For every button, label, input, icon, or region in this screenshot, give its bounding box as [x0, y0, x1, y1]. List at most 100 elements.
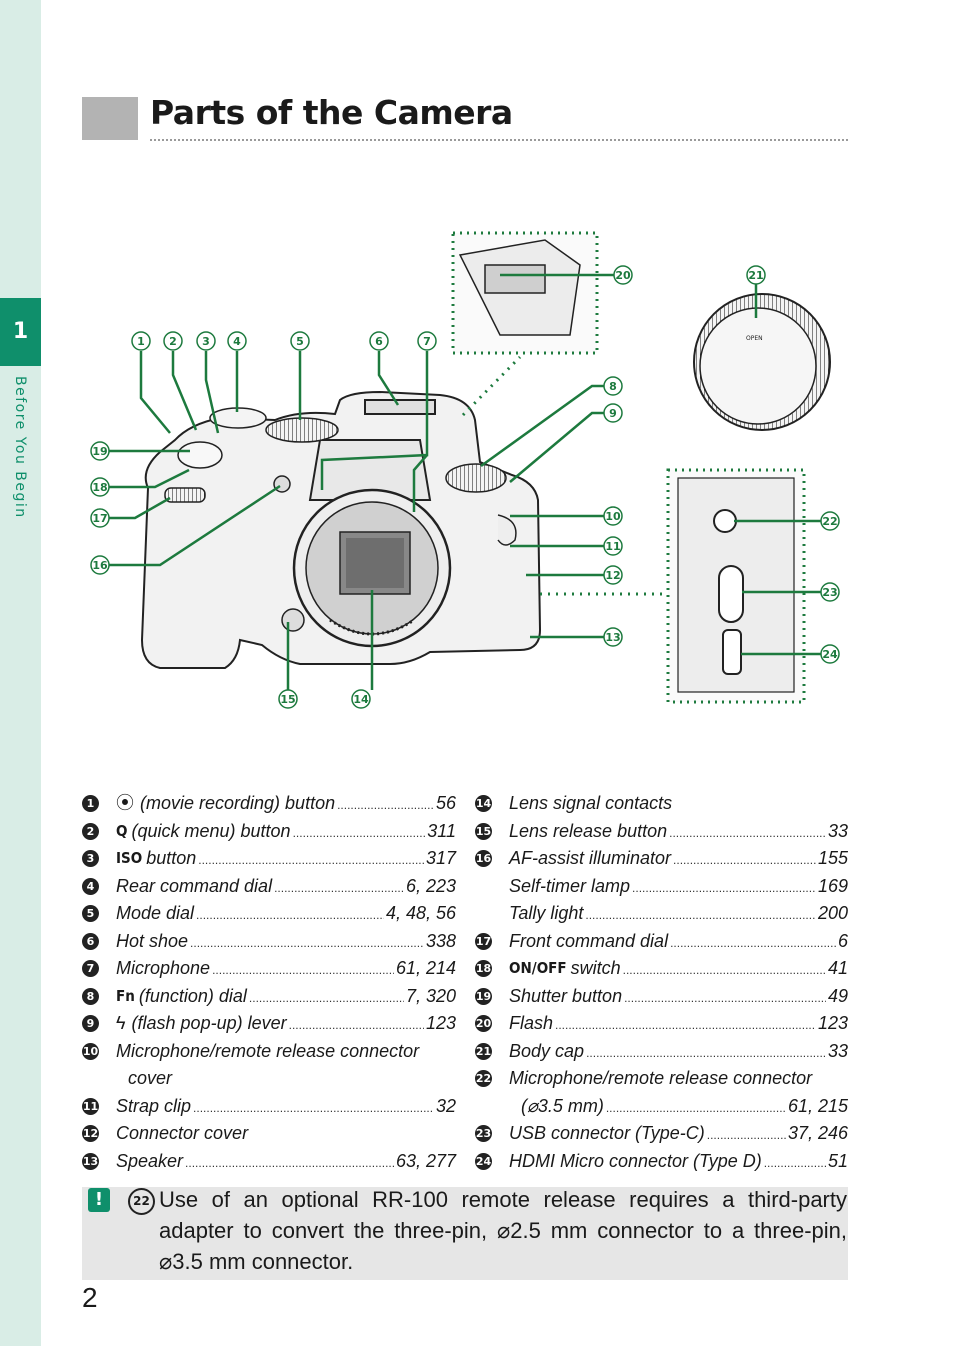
item-page-ref: 49	[827, 985, 848, 1006]
item-label: Microphone	[116, 958, 211, 978]
item-page-ref: 6	[837, 930, 848, 951]
item-page-ref: 33	[827, 1040, 848, 1061]
item-number-badge: 18	[475, 960, 492, 977]
leader-dots	[193, 1093, 434, 1123]
item-page-ref: 200	[817, 903, 848, 923]
leader-dots	[764, 1148, 826, 1178]
parts-list-item: (⌀3.5 mm)61, 215	[475, 1093, 848, 1121]
leader-dots	[185, 1148, 394, 1178]
item-label: button	[146, 848, 197, 868]
callout-17: 17	[90, 508, 110, 528]
svg-text:24: 24	[822, 648, 838, 661]
leader-dots	[624, 983, 826, 1013]
item-number-badge: 6	[82, 932, 99, 950]
svg-text:10: 10	[605, 510, 621, 523]
page-title: Parts of the Camera	[150, 93, 513, 132]
parts-list-left: 1⦿(movie recording) button562Q(quick men…	[82, 790, 456, 1175]
svg-text:9: 9	[609, 407, 617, 420]
note-reference-badge: 22	[128, 1188, 155, 1215]
item-page-ref: 123	[817, 1013, 848, 1033]
parts-list-item: 9ϟ(flash pop-up) lever123	[82, 1010, 456, 1038]
item-number-badge: 16	[475, 850, 492, 867]
parts-list-item: 1⦿(movie recording) button56	[82, 790, 456, 818]
callout-22: 22	[820, 511, 840, 531]
callout-18: 18	[90, 477, 110, 497]
leader-dots	[555, 1010, 816, 1040]
svg-text:8: 8	[609, 380, 617, 393]
item-page-ref: 37, 246	[787, 1123, 848, 1143]
item-label: Tally light	[509, 903, 584, 923]
svg-text:19: 19	[92, 445, 107, 458]
item-number-badge: 12	[82, 1125, 99, 1142]
item-number-badge: 9	[82, 1015, 99, 1032]
callout-15: 15	[278, 689, 298, 709]
item-number-badge: 22	[475, 1070, 492, 1087]
callout-1: 1	[131, 331, 151, 351]
shutter-button	[177, 441, 223, 469]
item-page-ref: 7, 320	[405, 985, 456, 1006]
item-number-badge: 5	[82, 905, 99, 922]
leader-dots	[249, 983, 404, 1013]
svg-text:21: 21	[748, 269, 763, 282]
item-label: Lens signal contacts	[509, 793, 673, 813]
item-number-badge: 7	[82, 960, 99, 977]
item-label: Connector cover	[116, 1123, 249, 1143]
leader-dots	[669, 818, 826, 848]
item-keyword: Q	[116, 821, 128, 840]
lens-mount	[292, 488, 452, 648]
svg-text:3: 3	[202, 335, 210, 348]
item-page-ref: 63, 277	[395, 1150, 456, 1171]
item-label: Front command dial	[509, 930, 669, 951]
item-icon: ϟ	[116, 1013, 126, 1033]
item-page-ref: 61, 214	[395, 958, 456, 978]
item-page-ref: 6, 223	[405, 875, 456, 896]
svg-text:18: 18	[92, 481, 107, 494]
item-label: Self-timer lamp	[509, 875, 631, 896]
callout-3: 3	[196, 331, 216, 351]
item-page-ref: 311	[427, 820, 456, 841]
parts-list-item: 2Q(quick menu) button311	[82, 818, 456, 846]
parts-list-item: 20Flash123	[475, 1010, 848, 1038]
leader-lines	[107, 273, 830, 690]
item-page-ref: 338	[425, 930, 456, 951]
item-label: (movie recording) button	[140, 793, 336, 813]
parts-list-item: 3ISObutton317	[82, 845, 456, 873]
svg-text:20: 20	[615, 269, 631, 282]
title-rule	[150, 139, 848, 141]
item-number-badge: 11	[82, 1097, 99, 1115]
item-label: Rear command dial	[116, 875, 273, 896]
item-label: Shutter button	[509, 985, 623, 1006]
strap-clip	[497, 514, 517, 546]
leader-dots	[274, 873, 404, 903]
item-number-badge: 15	[475, 822, 492, 840]
item-page-ref: 123	[425, 1013, 456, 1033]
leader-dots	[190, 928, 424, 958]
svg-text:OPEN: OPEN	[746, 335, 763, 342]
leader-dots	[337, 790, 434, 820]
item-number-badge: 10	[82, 1042, 99, 1060]
parts-list-item: 8Fn(function) dial7, 320	[82, 983, 456, 1011]
callout-8: 8	[603, 376, 623, 396]
title-marker	[82, 97, 138, 140]
parts-list-item: cover	[82, 1065, 456, 1093]
item-number-badge: 2	[82, 822, 99, 840]
leader-dots	[632, 873, 816, 903]
svg-text:1: 1	[137, 335, 145, 348]
svg-text:2: 2	[169, 335, 177, 348]
caution-icon: !	[88, 1188, 110, 1212]
svg-text:7: 7	[423, 335, 431, 348]
item-number-badge: 19	[475, 987, 492, 1005]
svg-text:12: 12	[605, 569, 620, 582]
callout-19: 19	[90, 441, 110, 461]
svg-text:4: 4	[233, 335, 241, 348]
item-page-ref: 33	[827, 820, 848, 841]
svg-text:23: 23	[822, 586, 837, 599]
